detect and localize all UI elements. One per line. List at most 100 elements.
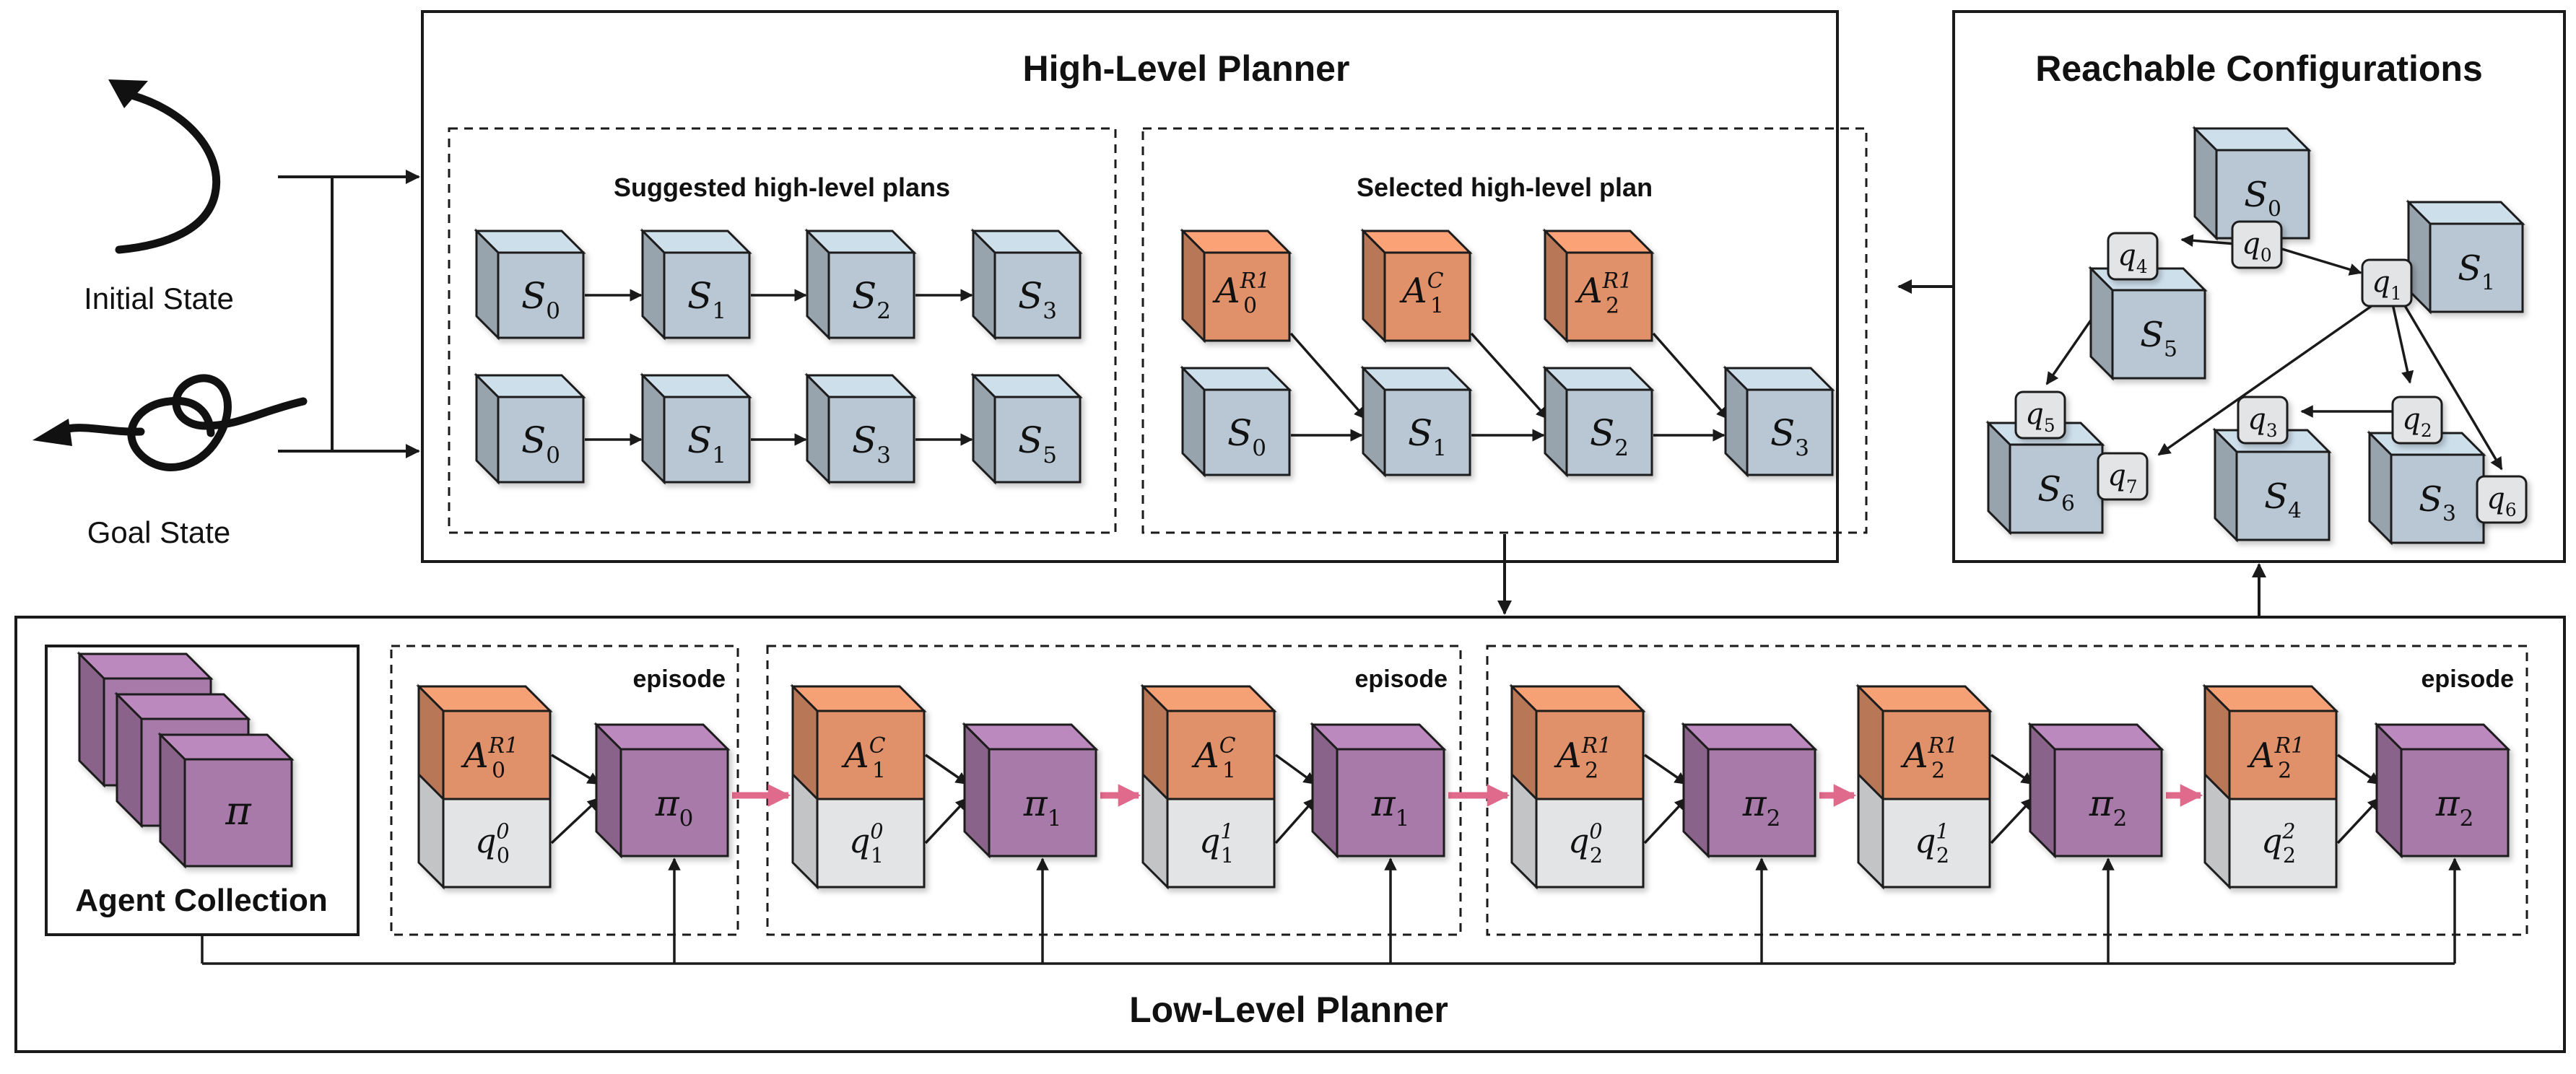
selected-action-cube-2 [1542, 228, 1655, 344]
plan1-state-cube-3 [970, 228, 1083, 341]
config-node-label-5: q2 [2402, 403, 2432, 441]
config-node-label-4: q3 [2248, 403, 2277, 441]
reachable-state-cube-4 [2212, 427, 2332, 543]
step-5-config-front [2228, 798, 2338, 889]
step-5-config-arrow [2336, 797, 2381, 844]
selected-state-cube-3-front [1746, 388, 1834, 476]
config-node-3 [2014, 390, 2066, 440]
selected-state-label-2: S2 [1590, 412, 1629, 461]
selected-action-cube-1 [1360, 228, 1473, 344]
plan1-state-label-2: S2 [852, 275, 891, 324]
step-2-policy-cube-side [1311, 722, 1339, 859]
selected-state-cube-2-front [1565, 388, 1653, 476]
step-2-policy-cube [1310, 722, 1447, 859]
plan2-state-cube-3-front [993, 396, 1082, 484]
reachable-state-cube-1-front [2429, 222, 2524, 313]
step-3-policy-cube-side [1682, 722, 1710, 859]
plan1-state-cube-0 [474, 228, 586, 341]
config-node-label-0: q0 [2242, 227, 2271, 266]
agent-stack-cube-2-side [159, 732, 186, 869]
step-1-action-arrow [925, 754, 969, 785]
suggested-plans-box [448, 127, 1117, 534]
plan1-state-cube-2-front [827, 251, 915, 339]
config-node-box-4 [2237, 396, 2289, 445]
knotted-rope-arrow-icon [53, 374, 308, 471]
plan1-state-label-3: S3 [1018, 275, 1057, 324]
episode-box-2 [766, 645, 1462, 936]
goal-state-label: Goal State [87, 515, 230, 549]
episode-box-1 [390, 645, 739, 936]
config-node-0 [2231, 220, 2283, 269]
reachable-state-label-4: S4 [2264, 476, 2302, 523]
step-3-action-config-stack [1509, 684, 1646, 890]
selected-action-cube-0 [1180, 228, 1292, 344]
step-3-config-front [1535, 798, 1645, 889]
step-0-policy-cube-front [619, 748, 729, 857]
step-4-action-arrow [1990, 754, 2035, 785]
step-3-action-front [1535, 710, 1645, 800]
selected-state-cube-1-front [1383, 388, 1471, 476]
step-5-policy-cube [2374, 722, 2511, 859]
agent-stack-cube-1-side [116, 691, 143, 829]
selected-state-label-3: S3 [1770, 412, 1809, 461]
plan1-state-cube-0-front [497, 251, 585, 339]
step-3-policy-cube [1681, 722, 1818, 859]
config-node-6 [2097, 452, 2149, 501]
step-2-config-arrow [1274, 797, 1317, 844]
reachable-state-cube-3-front [2009, 443, 2104, 534]
plan2-state-label-2: S3 [852, 419, 891, 468]
config-node-5 [2391, 396, 2443, 445]
step-4-action-front [1881, 710, 1991, 800]
action-to-state-arrow-2 [1652, 332, 1730, 420]
config-node-box-5 [2391, 396, 2443, 445]
selected-state-cube-3 [1723, 365, 1835, 478]
open-rope-arrow-icon [115, 90, 221, 254]
config-node-label-2: q4 [2118, 239, 2147, 277]
agent-symbol: π [225, 788, 252, 834]
step-1-policy-label: π1 [1023, 782, 1062, 831]
config-node-box-6 [2097, 452, 2149, 501]
step-2-policy-label: π1 [1371, 782, 1410, 831]
episode-label-3: episode [2421, 665, 2514, 693]
step-2-action-config-stack [1140, 684, 1277, 890]
step-1-config-arrow [924, 797, 969, 844]
plan2-state-cube-1-front [663, 396, 751, 484]
plan2-state-label-3: S5 [1018, 419, 1057, 468]
plan1-state-cube-3-front [993, 251, 1082, 339]
step-1-action-config-stack [790, 684, 927, 890]
step-4-config-front [1881, 798, 1991, 889]
low-level-planner-box [14, 616, 2566, 1053]
step-0-config-arrow [550, 797, 601, 844]
plan1-state-cube-1-front [663, 251, 751, 339]
reachable-state-cube-4-front [2235, 450, 2331, 541]
selected-plan-box [1141, 127, 1868, 534]
step-2-action-front [1166, 710, 1276, 800]
plan2-state-cube-3 [970, 372, 1083, 485]
plan1-state-cube-2 [804, 228, 917, 341]
plan2-state-label-1: S1 [687, 419, 726, 468]
agent-collection-box [45, 645, 360, 936]
reachable-state-label-1: S1 [2458, 248, 2495, 295]
step-5-action-front [2228, 710, 2338, 800]
reachable-state-label-3: S6 [2037, 469, 2075, 516]
high-level-planner-title: High-Level Planner [1023, 48, 1350, 89]
action-to-state-arrow-1 [1470, 332, 1549, 420]
step-1-policy-cube [962, 722, 1099, 859]
step-4-policy-label: π2 [2089, 782, 2128, 831]
selected-action-cube-0-front [1203, 251, 1291, 342]
step-5-policy-label: π2 [2435, 782, 2474, 831]
config-node-box-7 [2476, 475, 2528, 524]
episode-box-3 [1486, 645, 2528, 936]
step-0-action-config-stack [416, 684, 553, 890]
plan2-state-cube-1 [640, 372, 752, 485]
step-4-action-config-stack [1855, 684, 1993, 890]
config-node-box-0 [2231, 220, 2283, 269]
